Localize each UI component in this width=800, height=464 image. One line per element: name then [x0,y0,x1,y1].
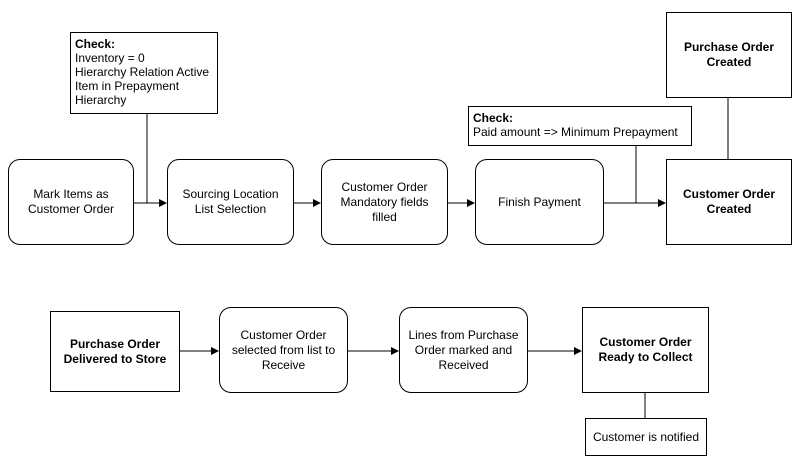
check-title: Check: [473,111,514,125]
ready-to-collect-box: Customer Order Ready to Collect [582,307,709,393]
sourcing-location-step: Sourcing Location List Selection [167,159,294,245]
step-label: Finish Payment [498,194,581,209]
step-label: Sourcing Location List Selection [182,187,279,216]
customer-order-created-box: Customer Order Created [666,159,792,245]
step-label: Customer is notified [592,429,700,444]
purchase-order-created-box: Purchase Order Created [666,12,792,98]
lines-received-step: Lines from Purchase Order marked and Rec… [399,307,528,393]
step-label: Customer Order selected from list to Rec… [231,327,336,372]
customer-notified-box: Customer is notified [585,418,707,456]
check-title: Check: [75,37,116,51]
step-label: Customer Order Mandatory fields filled [340,179,429,224]
mandatory-fields-step: Customer Order Mandatory fields filled [321,159,448,245]
finish-payment-step: Finish Payment [475,159,604,245]
check-conditions: Inventory = 0 Hierarchy Relation Active … [75,51,210,107]
mark-items-step: Mark Items as Customer Order [8,159,134,245]
step-label: Lines from Purchase Order marked and Rec… [408,327,519,372]
purchase-order-delivered-box: Purchase Order Delivered to Store [50,311,180,392]
step-label: Purchase Order Delivered to Store [63,336,167,366]
step-label: Customer Order Ready to Collect [598,335,693,364]
check-note-inventory: Check: Inventory = 0 Hierarchy Relation … [70,32,218,114]
check-conditions: Paid amount => Minimum Prepayment [473,125,678,139]
check-note-payment: Check: Paid amount => Minimum Prepayment [468,106,692,146]
step-label: Purchase Order Created [683,40,775,69]
step-label: Customer Order Created [682,187,776,216]
customer-order-selected-step: Customer Order selected from list to Rec… [219,307,348,393]
step-label: Mark Items as Customer Order [27,187,115,216]
